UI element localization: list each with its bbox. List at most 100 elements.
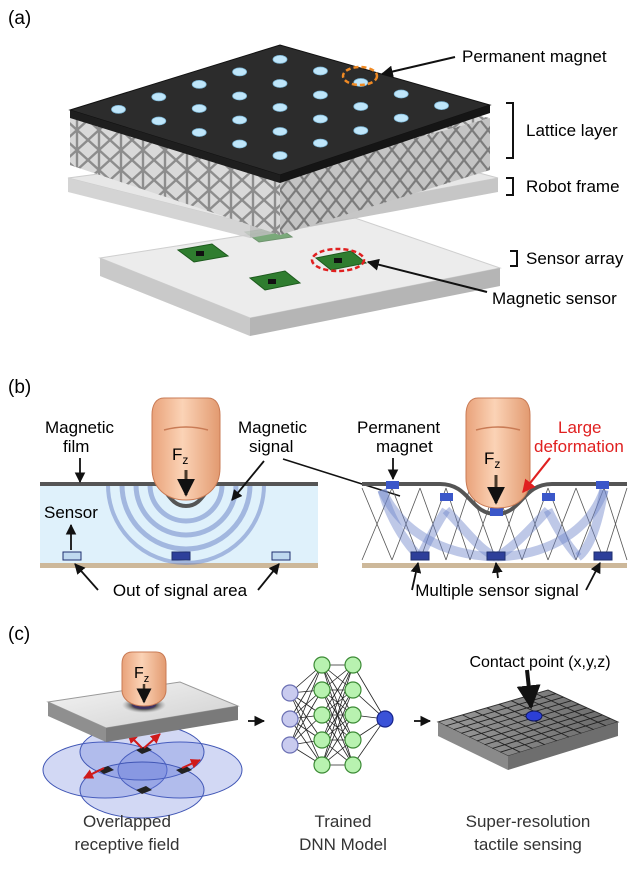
grid-line bbox=[450, 717, 521, 753]
magnetic-signal-label-1: Magnetic bbox=[238, 418, 307, 437]
magnet-dots bbox=[111, 55, 449, 161]
grid-line bbox=[462, 714, 533, 749]
magnet-dot bbox=[353, 126, 369, 136]
receptive-field-illustration: Fz bbox=[42, 651, 243, 819]
grid-line bbox=[486, 707, 558, 742]
magnet-dot bbox=[272, 127, 288, 136]
magnetic-sensor-arrow bbox=[366, 258, 488, 293]
robot-frame-bracket bbox=[506, 177, 514, 196]
panel-b: (b) Fz Magnetic film Magnetic bbox=[8, 377, 628, 600]
nn-hidden-node bbox=[313, 731, 331, 749]
nn-hidden-node bbox=[344, 706, 362, 724]
multi-sensor-arrow-right bbox=[585, 562, 601, 591]
contact-point-label: Contact point (x,y,z) bbox=[469, 654, 610, 671]
caption-dnn-1: Trained bbox=[314, 812, 371, 831]
out-signal-arrow-left bbox=[74, 563, 99, 591]
magnet-dot bbox=[272, 55, 288, 64]
super-resolution-grid bbox=[436, 669, 620, 770]
sensor-array-label: Sensor array bbox=[526, 249, 624, 268]
magnet-dot bbox=[111, 105, 126, 114]
panel-c: (c) Fz bbox=[8, 624, 620, 854]
lattice-layer-label: Lattice layer bbox=[526, 121, 618, 140]
lattice-diagram bbox=[361, 481, 628, 568]
lattice-magnet bbox=[440, 493, 453, 501]
nn-edge bbox=[321, 664, 354, 741]
lattice-strut bbox=[445, 487, 471, 561]
magnet-dot bbox=[232, 139, 248, 149]
lattice-magnet bbox=[386, 481, 399, 489]
nn-edge bbox=[321, 664, 354, 716]
sensor-out-right bbox=[271, 551, 291, 561]
finger-left: Fz bbox=[151, 397, 221, 501]
nn-hidden-node bbox=[313, 656, 331, 674]
magnet-dot bbox=[393, 89, 409, 99]
nn-edge bbox=[321, 689, 354, 766]
lattice-bracket bbox=[506, 102, 514, 159]
magnet-dot bbox=[191, 80, 207, 89]
finger-right: Fz bbox=[465, 397, 531, 509]
magnet-dot bbox=[191, 128, 207, 137]
lattice-magnet bbox=[490, 508, 503, 516]
magnet-dot bbox=[393, 113, 409, 123]
contact-point-marker bbox=[525, 710, 543, 722]
nn-edge bbox=[289, 664, 323, 720]
nn-hidden-node bbox=[313, 681, 331, 699]
magnetic-sensor-label: Magnetic sensor bbox=[492, 289, 617, 308]
robot-frame-label: Robot frame bbox=[526, 177, 620, 196]
lattice-strut bbox=[547, 487, 577, 561]
grid-line bbox=[461, 700, 572, 734]
magnet-dot bbox=[272, 79, 288, 88]
lattice-strut bbox=[603, 487, 628, 561]
magnet-dot bbox=[272, 103, 288, 112]
magnet-dot bbox=[353, 102, 369, 111]
lattice-strut bbox=[391, 487, 421, 561]
magnet-dot bbox=[151, 92, 167, 102]
signal-waves-left bbox=[106, 484, 266, 565]
panel-b-label: (b) bbox=[8, 377, 31, 398]
grid-line bbox=[535, 693, 606, 727]
grid-line bbox=[468, 703, 580, 738]
lattice-magnet bbox=[596, 481, 609, 489]
nn-edge bbox=[321, 664, 354, 766]
nn-hidden-node bbox=[313, 706, 331, 724]
force-right: Fz bbox=[484, 449, 500, 471]
large-deformation-arrow bbox=[522, 457, 551, 494]
magnet-dot bbox=[312, 90, 328, 100]
force-left: Fz bbox=[172, 445, 188, 467]
multi-sensor-arrow-mid bbox=[491, 561, 503, 579]
nn-edge bbox=[352, 664, 386, 720]
magnet-dot bbox=[151, 116, 167, 126]
magnet-highlight-ellipse bbox=[341, 65, 379, 87]
magnetic-signal-arrow bbox=[231, 460, 265, 501]
nn-input-node bbox=[281, 710, 299, 728]
lattice-sensor bbox=[486, 551, 506, 561]
magnet-dot bbox=[191, 104, 207, 113]
nn-hidden-node bbox=[344, 731, 362, 749]
sensor-highlight-ellipse bbox=[310, 247, 366, 273]
panel-a-label: (a) bbox=[8, 8, 31, 29]
multiple-sensor-label: Multiple sensor signal bbox=[415, 581, 578, 600]
nn-edge bbox=[289, 692, 323, 741]
permanent-magnet-label: Permanent magnet bbox=[462, 47, 607, 66]
magnet-dot bbox=[232, 115, 248, 125]
large-deformation-label-2: deformation bbox=[534, 437, 624, 456]
magnet-dot bbox=[272, 151, 288, 161]
panel-c-label: (c) bbox=[8, 624, 30, 645]
lattice-sensor bbox=[593, 551, 613, 561]
nn-edge bbox=[352, 718, 386, 766]
large-deformation-label-1: Large bbox=[558, 418, 601, 437]
nn-edge bbox=[289, 718, 323, 766]
sensor-label: Sensor bbox=[44, 503, 98, 522]
lattice-strut bbox=[575, 487, 605, 561]
out-signal-arrow-right bbox=[257, 563, 280, 591]
caption-super-2: tactile sensing bbox=[474, 835, 582, 854]
caption-dnn-2: DNN Model bbox=[299, 835, 387, 854]
contact-point-arrow bbox=[516, 669, 541, 710]
nn-edge bbox=[289, 692, 323, 766]
lattice-magnet bbox=[542, 493, 555, 501]
grid-line bbox=[484, 710, 595, 746]
grid-line bbox=[492, 714, 603, 749]
nn-edge bbox=[289, 664, 323, 746]
grid-line bbox=[476, 707, 588, 742]
